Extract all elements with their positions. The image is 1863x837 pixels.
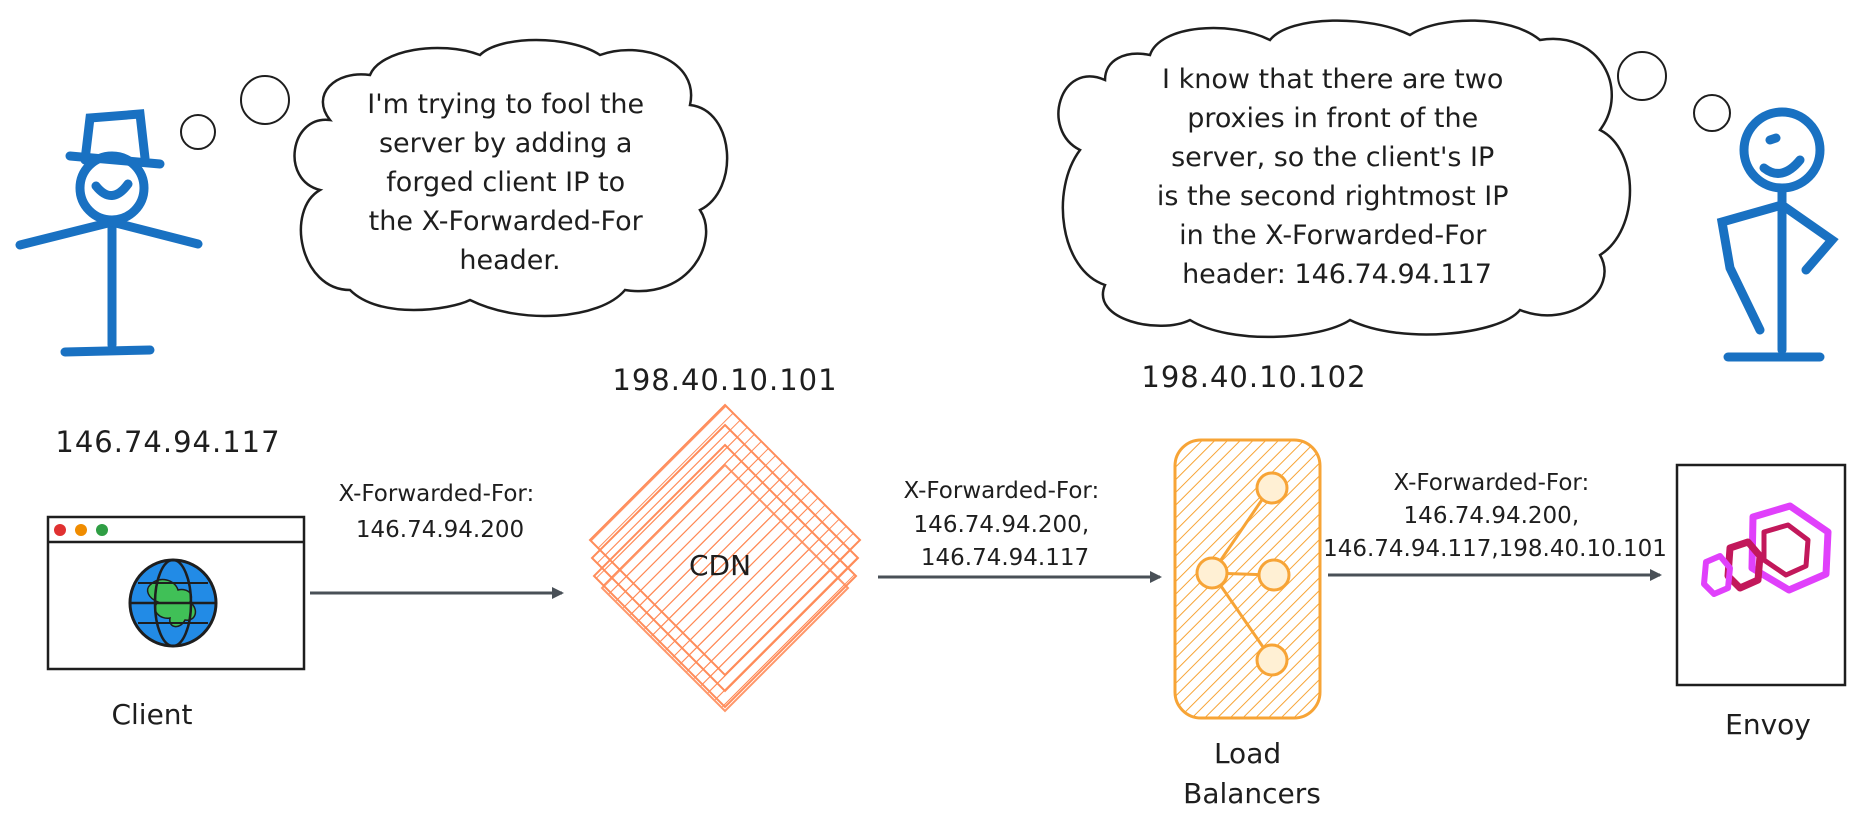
cdn-ip: 198.40.10.101 bbox=[612, 363, 837, 397]
cdn-node bbox=[588, 403, 862, 713]
load-balancer-icon bbox=[1195, 471, 1291, 677]
edge-label-line: 146.74.94.117,198.40.10.101 bbox=[1323, 536, 1667, 562]
lb-ip: 198.40.10.102 bbox=[1141, 360, 1366, 394]
edge-label-line: 146.74.94.200, bbox=[914, 512, 1090, 538]
thought-line: header. bbox=[459, 245, 560, 276]
edge-label-line: 146.74.94.200 bbox=[356, 517, 524, 543]
window-maximize-dot bbox=[96, 524, 108, 536]
thought-line: I know that there are two bbox=[1162, 64, 1503, 95]
thought-line: header: 146.74.94.117 bbox=[1182, 259, 1492, 290]
window-minimize-dot bbox=[75, 524, 87, 536]
window-close-dot bbox=[54, 524, 66, 536]
edge-label-line: 146.74.94.200, bbox=[1404, 503, 1580, 529]
edge-label-line: X-Forwarded-For: bbox=[338, 481, 534, 507]
envoy-thought-text: I know that there are two proxies in fro… bbox=[1157, 64, 1517, 290]
envoy-logo-icon bbox=[1701, 502, 1832, 597]
envoy-thought-bubble: I know that there are two proxies in fro… bbox=[1057, 19, 1731, 339]
edge-label-line: X-Forwarded-For: bbox=[903, 478, 1099, 504]
attacker-figure bbox=[15, 109, 203, 357]
thought-line: server by adding a bbox=[379, 128, 632, 159]
thought-line: proxies in front of the bbox=[1187, 103, 1478, 134]
browser-globe-icon bbox=[128, 558, 218, 648]
envoy-node bbox=[1675, 463, 1847, 687]
envoy-side-figure bbox=[1716, 107, 1839, 362]
thought-line: is the second rightmost IP bbox=[1157, 181, 1509, 212]
lb-label: Load Balancers bbox=[1183, 737, 1321, 810]
edge-lb-envoy-label: X-Forwarded-For: 146.74.94.200, 146.74.9… bbox=[1323, 470, 1667, 562]
load-balancer-node bbox=[1173, 438, 1322, 720]
client-browser bbox=[46, 515, 306, 671]
attacker-thought-text: I'm trying to fool the server by adding … bbox=[367, 89, 653, 276]
client-label: Client bbox=[111, 698, 192, 731]
edge-cdn-lb-label: X-Forwarded-For: 146.74.94.200, 146.74.9… bbox=[903, 478, 1106, 571]
thought-line: the X-Forwarded-For bbox=[369, 206, 644, 237]
thought-line: server, so the client's IP bbox=[1171, 142, 1494, 173]
edge-client-cdn-label: X-Forwarded-For: 146.74.94.200 bbox=[338, 481, 541, 543]
thought-line: in the X-Forwarded-For bbox=[1179, 220, 1487, 251]
attacker-thought-bubble: I'm trying to fool the server by adding … bbox=[180, 38, 729, 318]
client-ip: 146.74.94.117 bbox=[55, 425, 280, 459]
cdn-label: CDN bbox=[689, 549, 751, 582]
thought-line: I'm trying to fool the bbox=[367, 89, 644, 120]
envoy-label: Envoy bbox=[1725, 708, 1811, 741]
edge-label-line: X-Forwarded-For: bbox=[1393, 470, 1589, 496]
thought-line: forged client IP to bbox=[386, 167, 625, 198]
edge-label-line: 146.74.94.117 bbox=[921, 545, 1089, 571]
